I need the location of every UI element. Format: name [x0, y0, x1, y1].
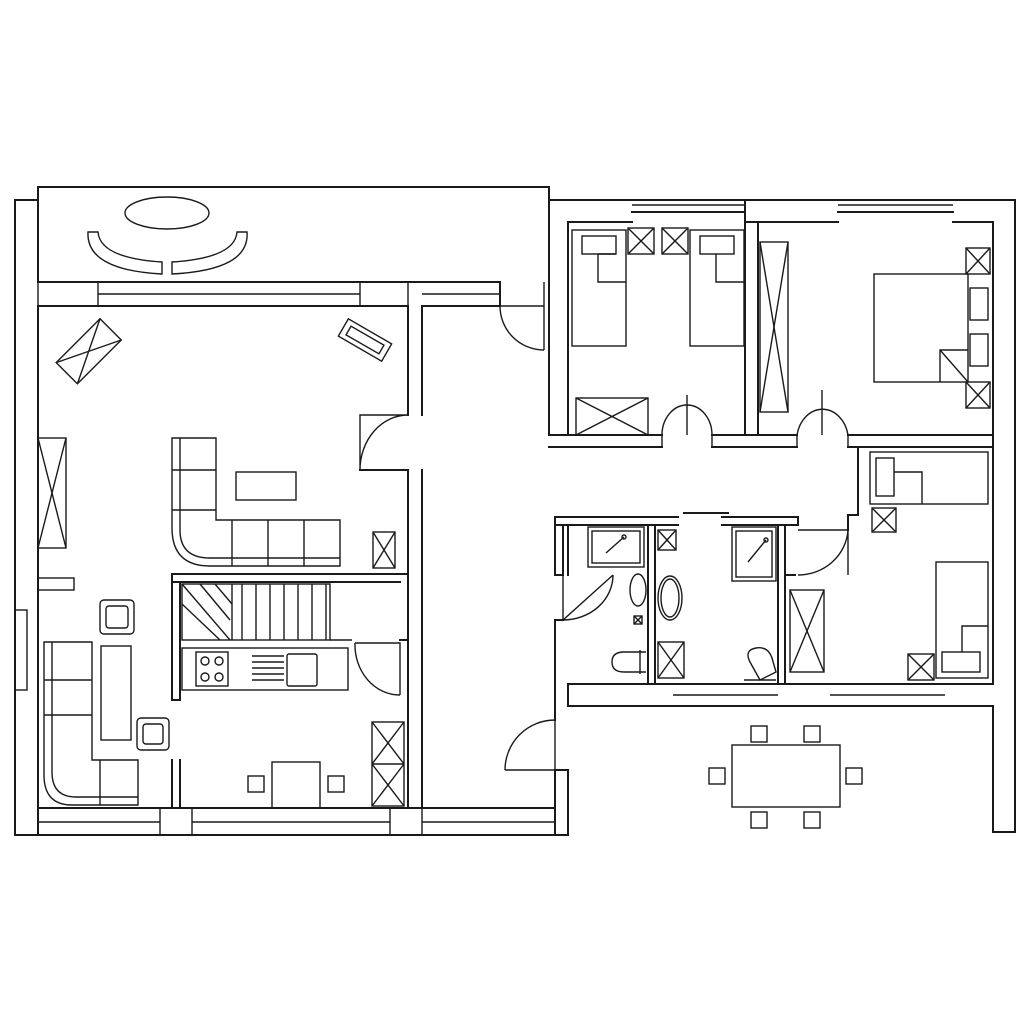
wardrobe-icon	[759, 241, 789, 413]
wardrobe-icon	[575, 397, 649, 436]
chair-icon	[845, 767, 863, 785]
stairs-icon	[181, 583, 352, 641]
nightstand-icon	[657, 529, 677, 551]
l-sofa-icon	[171, 437, 341, 567]
sink-icon	[252, 653, 318, 687]
toilet-icon	[611, 650, 646, 674]
terrace-south	[708, 725, 863, 829]
living-room	[37, 317, 396, 806]
toilet-icon	[744, 647, 777, 681]
dining-table-icon	[731, 744, 841, 808]
shower-icon	[731, 526, 777, 582]
single-bed-icon	[689, 229, 745, 347]
chair-icon	[750, 811, 768, 829]
guest-bedroom	[789, 451, 989, 681]
interior-walls	[171, 221, 994, 809]
cabinet-icon	[372, 531, 396, 569]
wardrobe-icon	[789, 589, 825, 673]
chair-icon	[803, 725, 821, 743]
stove-icon	[195, 651, 229, 687]
nightstand-icon	[627, 227, 689, 255]
nightstand-icon	[871, 507, 897, 533]
kitchen	[181, 647, 405, 809]
tv-unit-icon	[337, 317, 393, 363]
bathroom-2	[657, 526, 777, 681]
shower-icon	[587, 526, 645, 568]
double-bed-icon	[873, 273, 989, 383]
single-bed-icon	[935, 561, 989, 679]
single-bed-icon	[571, 229, 627, 347]
cabinet-icon	[55, 317, 123, 385]
dining-set-icon	[247, 761, 345, 809]
single-bed-icon	[869, 451, 989, 505]
doors	[354, 281, 849, 771]
cabinet-icon	[657, 641, 685, 679]
nightstand-icon	[907, 653, 935, 681]
oval-table-icon	[124, 196, 210, 230]
coffee-table-icon	[100, 645, 132, 741]
fridge-icon	[371, 721, 405, 807]
armchair-icon	[136, 717, 170, 751]
coffee-table-icon	[235, 471, 297, 501]
armchair-icon	[99, 599, 135, 635]
cabinet-icon	[37, 437, 67, 549]
outer-walls	[14, 186, 1016, 836]
nightstand-icon	[965, 247, 991, 409]
terrace-north	[87, 196, 248, 275]
chair-icon	[803, 811, 821, 829]
chair-icon	[750, 725, 768, 743]
bathroom-1	[587, 526, 647, 674]
washbasin-icon	[657, 575, 683, 621]
chair-icon	[708, 767, 726, 785]
children-bedroom	[571, 227, 745, 436]
l-sofa-icon	[43, 641, 139, 806]
curved-sofa-icon	[87, 231, 248, 275]
master-bedroom	[759, 241, 991, 413]
washbasin-icon	[629, 573, 647, 625]
